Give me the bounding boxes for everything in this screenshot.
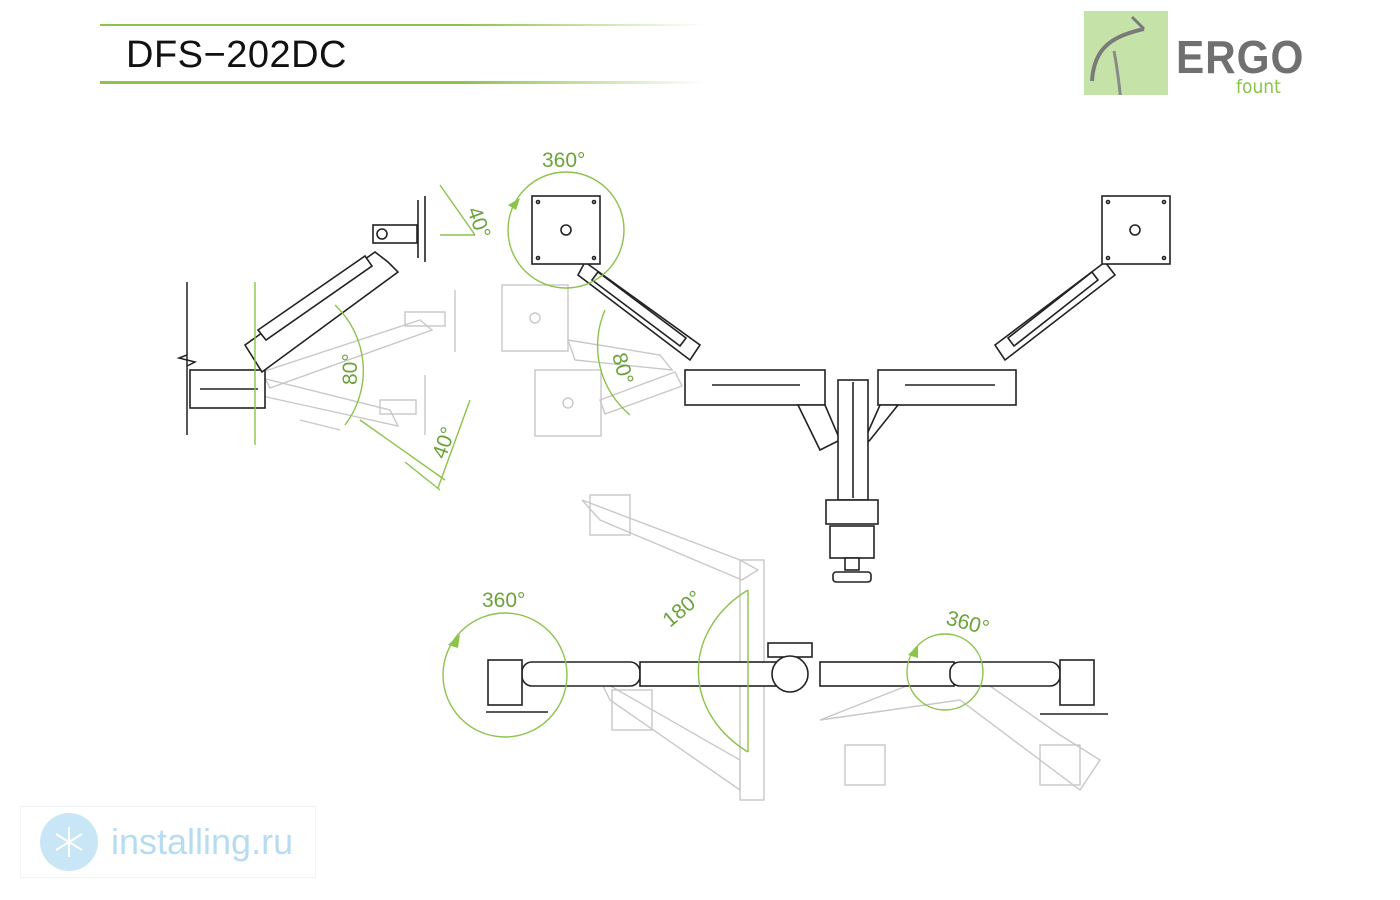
front-lift-label: 80° <box>607 350 637 387</box>
top-left-rotate-arrow-icon <box>448 634 460 648</box>
top-swing-label: 180° <box>658 586 706 632</box>
side-arm <box>189 196 426 409</box>
logo-sub-word: fount <box>1236 76 1281 98</box>
header-rule-bottom <box>100 81 705 84</box>
side-tilt-bottom-label: 40° <box>428 424 460 462</box>
top-left-rotate-label: 360° <box>482 589 525 612</box>
top-view: 360° 180° 360° <box>442 494 1108 801</box>
front-left-arm <box>576 260 842 452</box>
snowflake-icon <box>40 813 98 871</box>
model-title: DFS−202DC <box>126 34 347 76</box>
header-rule-top <box>100 24 705 26</box>
side-tilt-top-label: 40° <box>462 204 494 242</box>
front-plates <box>531 195 1171 265</box>
watermark: installing.ru <box>20 806 316 878</box>
side-lift-label: 80° <box>339 353 362 385</box>
top-main-arm <box>486 642 1108 715</box>
brand-logo: ERGO fount <box>1084 8 1304 113</box>
top-angle-marks <box>442 589 984 753</box>
front-rotate-label: 360° <box>542 149 585 172</box>
front-rotate-arrow-icon <box>508 198 520 210</box>
logo-mark <box>1084 11 1168 112</box>
top-right-rotate-arrow-icon <box>908 645 918 658</box>
side-angle-marks <box>254 184 476 491</box>
watermark-text: installing.ru <box>111 821 294 862</box>
front-angle-marks <box>507 171 631 416</box>
front-pole-clamp <box>825 379 879 583</box>
side-desk-edge <box>176 282 198 435</box>
front-right-arm <box>859 260 1117 451</box>
side-view: 40° 80° 40° <box>176 184 495 491</box>
front-view: 360° 80° <box>501 149 1171 583</box>
front-ghost-plates <box>501 284 683 437</box>
logo-brand-word: ERGO <box>1176 31 1305 83</box>
